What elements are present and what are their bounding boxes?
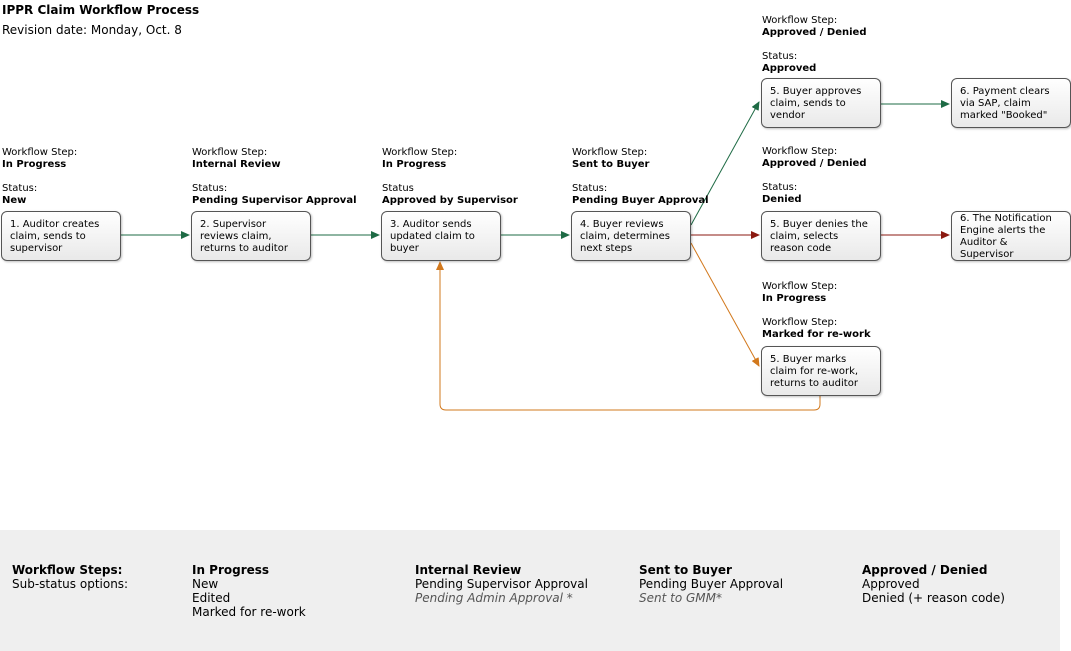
col4-step-label: Workflow Step: [572,147,648,158]
node-line: claim for re-work, [770,366,859,377]
legend-group-name: Internal Review [415,563,522,577]
col1-status-label: Status: [2,183,38,194]
node-auditor-creates[interactable]: 1. Auditor creates claim, sends to super… [1,211,121,261]
node-line: updated claim to [390,231,475,242]
node-buyer-denies[interactable]: 5. Buyer denies the claim, selects reaso… [761,211,881,261]
node-buyer-reviews[interactable]: 4. Buyer reviews claim, determines next … [571,211,691,261]
legend-group-sent-to-buyer: Sent to Buyer Pending Buyer Approval Sen… [639,563,783,605]
node-buyer-approves[interactable]: 5. Buyer approves claim, sends to vendor [761,78,881,128]
legend-panel: Workflow Steps: Sub-status options: In P… [0,530,1060,651]
legend-group-internal-review: Internal Review Pending Supervisor Appro… [415,563,588,605]
col4-step: Sent to Buyer [572,159,650,170]
col3-status: Approved by Supervisor [382,195,518,206]
legend-item: New [192,577,219,591]
col2-status: Pending Supervisor Approval [192,195,357,206]
node-line: 6. The Notification [960,213,1052,224]
approved-status-label: Status: [762,51,798,62]
col1-step: In Progress [2,159,67,170]
node-line: via SAP, claim [960,98,1031,109]
legend-item: Marked for re-work [192,605,306,619]
node-line: claim, sends to [10,231,86,242]
node-line: Auditor & [960,237,1008,248]
rework-status: Marked for re-work [762,329,871,340]
node-line: 2. Supervisor [200,219,267,230]
legend-item-italic: Pending Admin Approval * [415,591,573,605]
col2-step: Internal Review [192,159,281,170]
node-line: 5. Buyer marks [770,354,847,365]
node-line: next steps [580,243,633,254]
col1-step-label: Workflow Step: [2,147,78,158]
col2-status-label: Status: [192,183,228,194]
col2-step-label: Workflow Step: [192,147,268,158]
node-line: reason code [770,243,832,254]
denied-step-label: Workflow Step: [762,146,838,157]
legend-item: Pending Supervisor Approval [415,577,588,591]
col1-status: New [2,195,27,206]
col4-status-label: Status: [572,183,608,194]
diagram-title: IPPR Claim Workflow Process [2,3,200,17]
node-buyer-marks-rework[interactable]: 5. Buyer marks claim for re-work, return… [761,346,881,396]
node-line: 1. Auditor creates [10,219,100,230]
col3-step: In Progress [382,159,447,170]
arrow-rework-to-3 [436,261,821,411]
node-line: claim, sends to [770,98,846,109]
node-supervisor-reviews[interactable]: 2. Supervisor reviews claim, returns to … [191,211,311,261]
denied-status-label: Status: [762,182,798,193]
col3-status-label: Status [382,183,414,194]
rework-step-label: Workflow Step: [762,281,838,292]
node-payment-clears[interactable]: 6. Payment clears via SAP, claim marked … [951,78,1071,128]
legend-group-name: Approved / Denied [862,563,988,577]
denied-status: Denied [762,194,802,205]
node-line: reviews claim, [200,231,272,242]
node-line: claim, determines [580,231,671,242]
node-line: 5. Buyer approves [770,86,862,97]
node-line: Supervisor [960,249,1014,260]
col4-status: Pending Buyer Approval [572,195,709,206]
col3-step-label: Workflow Step: [382,147,458,158]
node-notification-engine[interactable]: 6. The Notification Engine alerts the Au… [951,211,1071,261]
revision-date: Revision date: Monday, Oct. 8 [2,23,182,37]
node-line: buyer [390,243,419,254]
node-line: supervisor [10,243,63,254]
rework-status-label: Workflow Step: [762,317,838,328]
rework-step: In Progress [762,293,827,304]
node-auditor-sends[interactable]: 3. Auditor sends updated claim to buyer [381,211,501,261]
denied-step: Approved / Denied [762,158,867,169]
legend-intro: Workflow Steps: Sub-status options: [12,563,128,591]
legend-item-italic: Sent to GMM* [639,591,722,605]
legend-group-approved-denied: Approved / Denied Approved Denied (+ rea… [862,563,1005,605]
node-line: Engine alerts the [960,225,1046,236]
arrow-4-to-approve [690,101,760,226]
node-line: vendor [770,110,805,121]
node-line: marked "Booked" [960,110,1048,121]
node-line: 5. Buyer denies the [770,219,868,230]
legend-item: Approved [862,577,920,591]
legend-item: Edited [192,591,231,605]
node-line: returns to auditor [770,378,858,389]
node-line: 4. Buyer reviews [580,219,664,230]
approved-status: Approved [762,63,817,74]
node-line: returns to auditor [200,243,288,254]
legend-item: Denied (+ reason code) [862,591,1005,605]
approved-step: Approved / Denied [762,27,867,38]
legend-subtitle: Sub-status options: [12,577,129,591]
legend-title: Workflow Steps: [12,563,123,577]
legend-group-name: Sent to Buyer [639,563,732,577]
legend-group-name: In Progress [192,563,270,577]
node-line: 3. Auditor sends [390,219,472,230]
legend-item: Pending Buyer Approval [639,577,784,591]
node-line: 6. Payment clears [960,86,1050,97]
arrow-4-to-rework [690,242,760,367]
legend-group-in-progress: In Progress New Edited Marked for re-wor… [192,563,306,619]
approved-step-label: Workflow Step: [762,15,838,26]
node-line: claim, selects [770,231,839,242]
